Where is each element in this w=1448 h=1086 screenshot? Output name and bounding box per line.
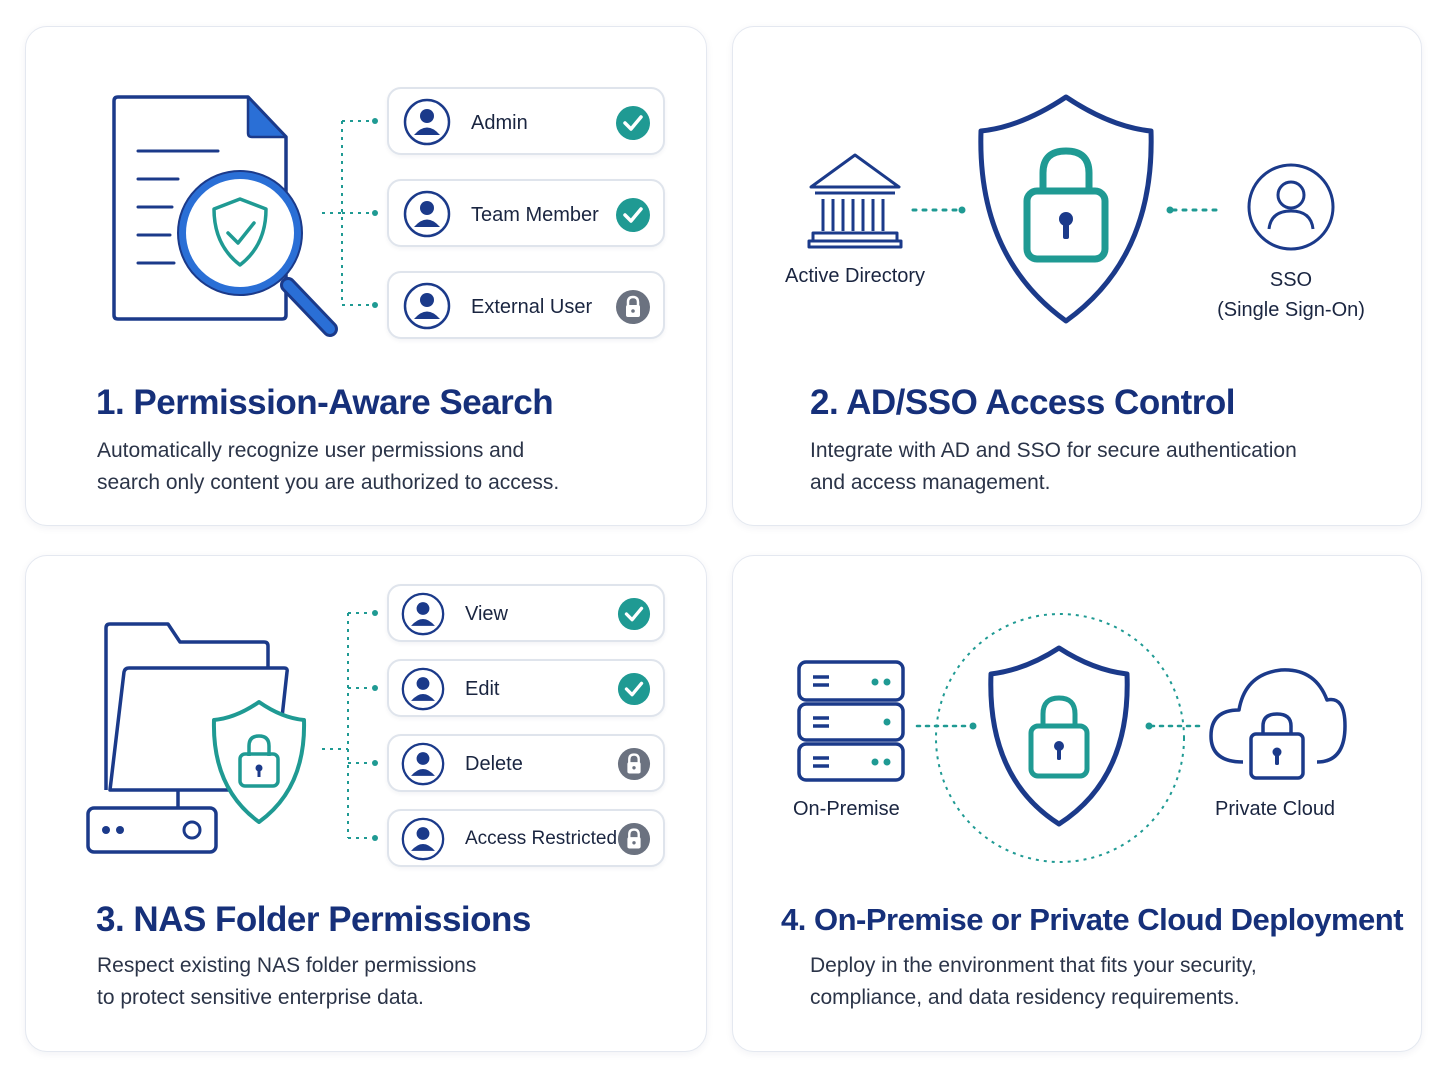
server-rack-icon bbox=[797, 660, 905, 782]
description-line: compliance, and data residency requireme… bbox=[810, 986, 1240, 1009]
card-deployment: On-Premise Private Cloud 4. On-Premise o… bbox=[732, 555, 1422, 1052]
card-ad-sso-access-control: Active Directory SSO (Single Sign-On) 2.… bbox=[732, 26, 1422, 526]
description-line: search only content you are authorized t… bbox=[97, 471, 560, 494]
magnifier-icon bbox=[177, 170, 338, 337]
sso-label-line: (Single Sign-On) bbox=[1217, 299, 1365, 321]
permission-label: Edit bbox=[465, 678, 500, 700]
check-icon bbox=[616, 106, 650, 140]
role-pill-admin[interactable]: Admin bbox=[387, 87, 665, 155]
active-directory-building-icon bbox=[807, 153, 903, 249]
folder-icon bbox=[86, 622, 289, 854]
card-description: Respect existing NAS folder permissions … bbox=[97, 950, 677, 1014]
user-avatar-icon bbox=[401, 742, 445, 786]
lock-icon bbox=[617, 822, 651, 856]
card-description: Automatically recognize user permissions… bbox=[97, 435, 677, 499]
ad-sso-illustration bbox=[807, 94, 1335, 324]
role-pill-team-member[interactable]: Team Member bbox=[387, 179, 665, 247]
document-search-illustration bbox=[112, 95, 378, 337]
user-avatar-icon bbox=[403, 98, 451, 146]
lock-icon bbox=[616, 290, 650, 324]
role-pill-external-user[interactable]: External User bbox=[387, 271, 665, 339]
permission-pill-delete[interactable]: Delete bbox=[387, 734, 665, 792]
nas-folder-illustration bbox=[86, 610, 378, 854]
description-line: Deploy in the environment that fits your… bbox=[810, 954, 1257, 977]
description-line: and access management. bbox=[810, 471, 1051, 494]
description-line: Integrate with AD and SSO for secure aut… bbox=[810, 439, 1297, 462]
card-title: 1. Permission-Aware Search bbox=[96, 383, 554, 422]
deployment-illustration bbox=[797, 613, 1347, 863]
active-directory-label: Active Directory bbox=[785, 265, 926, 287]
private-cloud-icon bbox=[1209, 668, 1347, 780]
description-line: Respect existing NAS folder permissions bbox=[97, 954, 477, 977]
role-label: Team Member bbox=[471, 204, 599, 226]
shield-lock-icon bbox=[978, 94, 1154, 324]
connector-lines bbox=[322, 120, 372, 306]
check-icon bbox=[617, 672, 651, 706]
permission-pill-access-restricted[interactable]: Access Restricted bbox=[387, 809, 665, 867]
card-description: Integrate with AD and SSO for secure aut… bbox=[810, 435, 1390, 499]
user-avatar-icon bbox=[401, 592, 445, 636]
role-label: Admin bbox=[471, 112, 528, 134]
card-title: 3. NAS Folder Permissions bbox=[96, 900, 531, 939]
permission-label: Delete bbox=[465, 753, 523, 775]
description-line: to protect sensitive enterprise data. bbox=[97, 986, 424, 1009]
permission-pill-view[interactable]: View bbox=[387, 584, 665, 642]
card-title: 4. On-Premise or Private Cloud Deploymen… bbox=[781, 902, 1404, 937]
on-premise-label: On-Premise bbox=[793, 798, 900, 820]
connector-lines bbox=[322, 612, 372, 839]
card-description: Deploy in the environment that fits your… bbox=[810, 950, 1390, 1014]
user-avatar-icon bbox=[401, 817, 445, 861]
permission-pill-edit[interactable]: Edit bbox=[387, 659, 665, 717]
user-avatar-icon bbox=[403, 190, 451, 238]
sso-user-icon bbox=[1247, 163, 1335, 251]
private-cloud-label: Private Cloud bbox=[1215, 798, 1336, 820]
check-icon bbox=[617, 597, 651, 631]
sso-label: SSO (Single Sign-On) bbox=[1209, 265, 1373, 325]
card-permission-aware-search: Admin Team Member External User bbox=[25, 26, 707, 526]
user-avatar-icon bbox=[401, 667, 445, 711]
description-line: Automatically recognize user permissions… bbox=[97, 439, 525, 462]
permission-label: Access Restricted bbox=[465, 828, 618, 849]
check-icon bbox=[616, 198, 650, 232]
user-avatar-icon bbox=[403, 282, 451, 330]
shield-lock-icon bbox=[988, 645, 1130, 827]
permission-label: View bbox=[465, 603, 508, 625]
role-label: External User bbox=[471, 296, 593, 318]
card-title: 2. AD/SSO Access Control bbox=[810, 383, 1235, 422]
lock-icon bbox=[617, 747, 651, 781]
shield-lock-icon bbox=[211, 700, 307, 824]
sso-label-line: SSO bbox=[1269, 269, 1313, 291]
card-nas-folder-permissions: View Edit Delete bbox=[25, 555, 707, 1052]
